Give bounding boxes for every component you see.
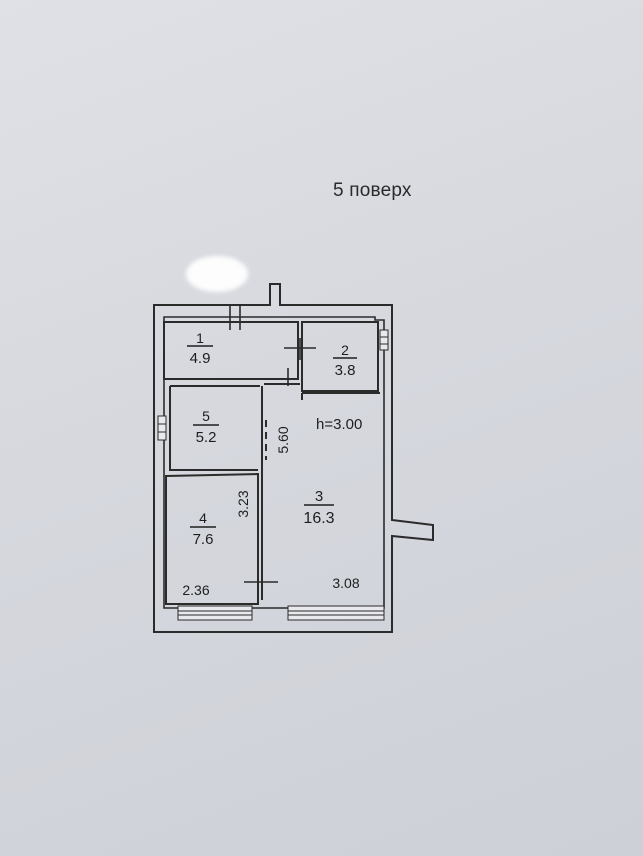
dimension-room4-length: 3.23	[235, 490, 251, 517]
room-5-outline	[169, 385, 260, 471]
outer-wall-outer	[153, 283, 434, 633]
room-2-outline	[301, 321, 379, 392]
room-4-area: 7.6	[193, 531, 214, 548]
window-room3	[287, 605, 385, 621]
dimension-main-length: 5.60	[275, 426, 291, 453]
vent-right	[379, 329, 389, 351]
room-4-outline	[165, 472, 259, 605]
room-5-area: 5.2	[196, 429, 217, 446]
room-4-number: 4	[199, 510, 207, 526]
room-3-area: 16.3	[303, 510, 334, 527]
window-room4	[177, 605, 253, 621]
room-5-number: 5	[202, 408, 210, 424]
redaction-blot	[186, 256, 248, 292]
room-2-area: 3.8	[335, 362, 356, 379]
dimension-room3-width: 3.08	[332, 575, 359, 591]
outer-wall-inner	[163, 316, 385, 609]
ceiling-height: h=3.00	[316, 416, 362, 433]
room-1-area: 4.9	[190, 350, 211, 367]
room-2-number: 2	[341, 342, 349, 358]
vent-left	[157, 415, 167, 441]
dimension-room4-width: 2.36	[182, 582, 209, 598]
floor-label: 5 поверх	[333, 180, 412, 201]
room-1-outline	[163, 321, 299, 380]
room-1-number: 1	[196, 330, 204, 346]
room-3-number: 3	[315, 488, 323, 505]
